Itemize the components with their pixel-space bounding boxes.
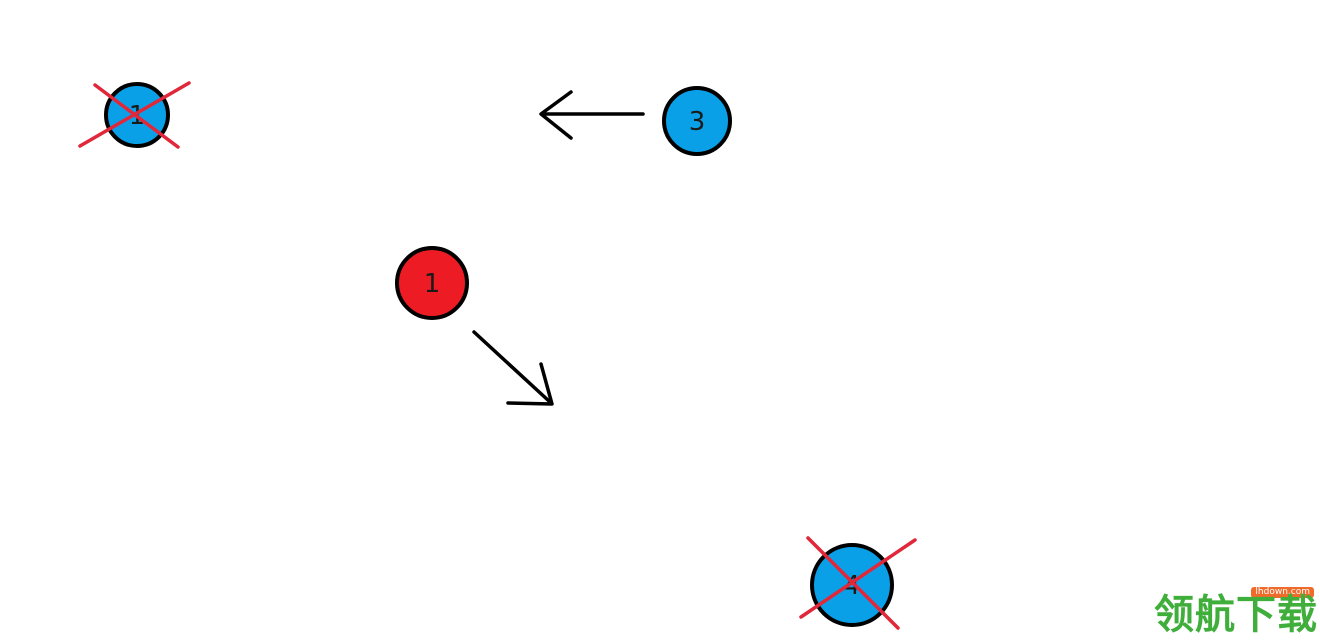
watermark-logo-text: 领航下载 bbox=[1154, 592, 1318, 638]
watermark-url: lhdown.com bbox=[1251, 587, 1314, 598]
ball-1-red: 1 bbox=[395, 246, 469, 320]
ball-1-blue: 1 bbox=[78, 81, 191, 149]
cross-mark-icon bbox=[799, 536, 917, 630]
cross-mark-icon bbox=[78, 81, 191, 149]
arrow-left-icon bbox=[539, 90, 645, 140]
ball-3-blue: 3 bbox=[662, 86, 732, 156]
ball-4-blue: 4 bbox=[799, 536, 917, 630]
ball-3-blue-label: 3 bbox=[689, 107, 706, 137]
site-watermark: lhdown.com 领航下载 bbox=[1135, 587, 1320, 637]
ball-1-red-label: 1 bbox=[424, 269, 441, 299]
arrow-down-right-icon bbox=[472, 330, 554, 406]
